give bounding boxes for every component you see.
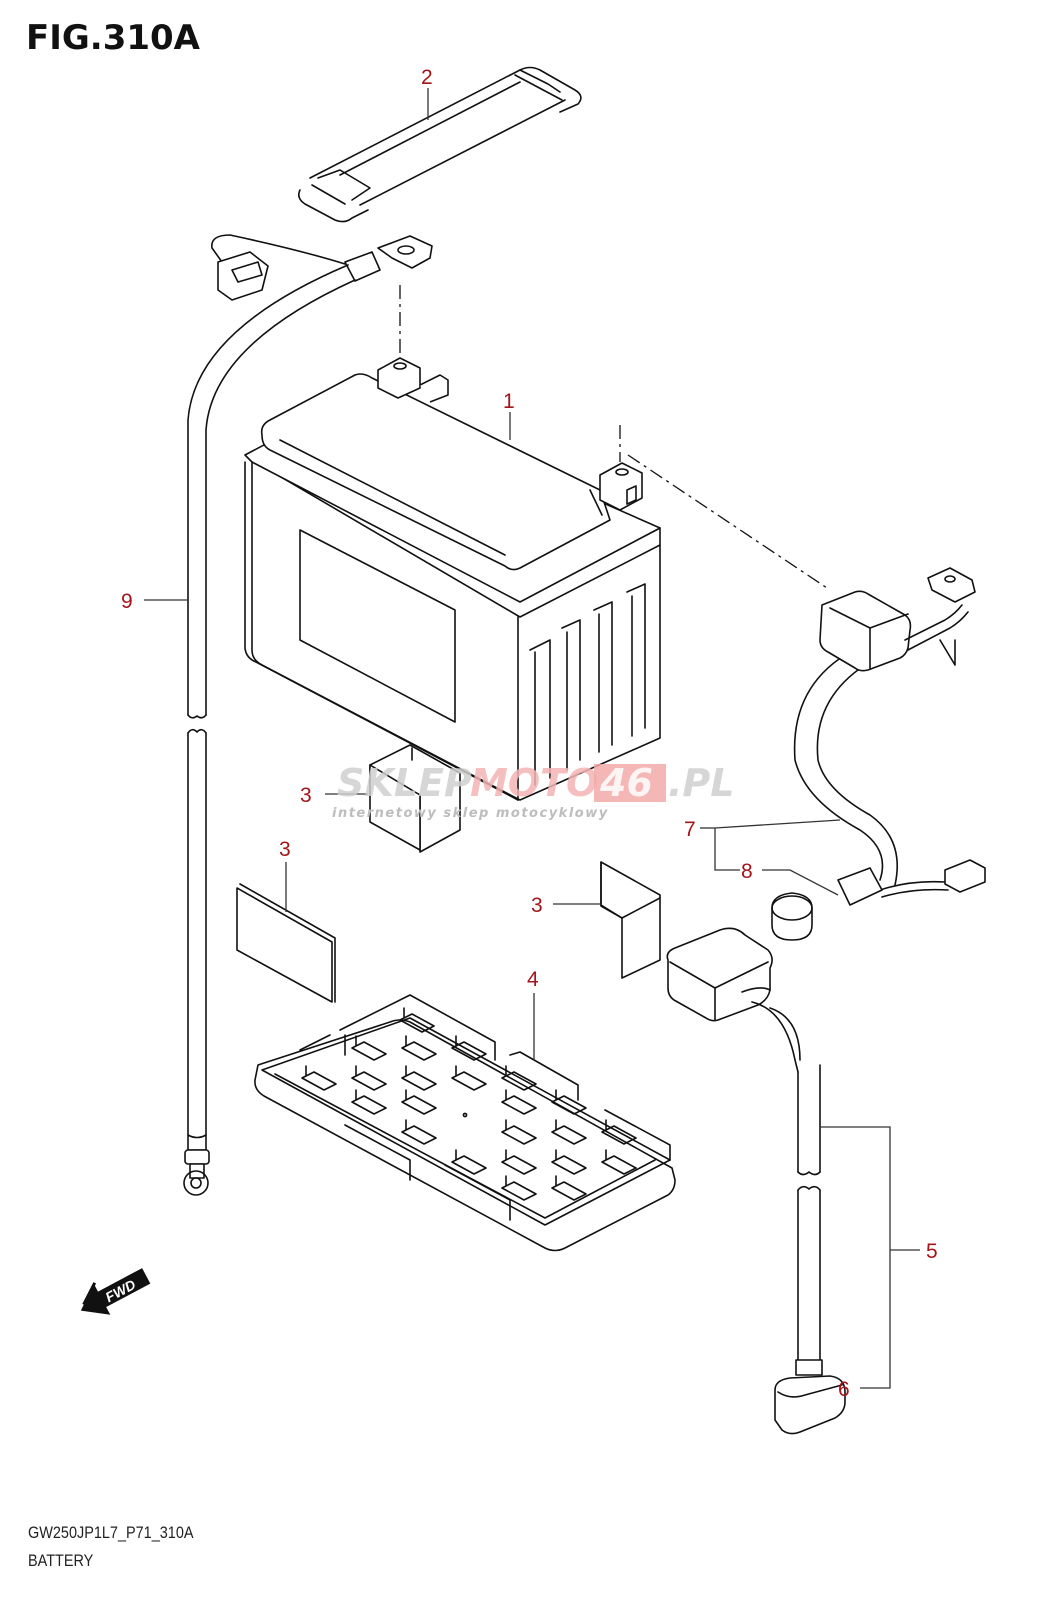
tray-slot (501, 1175, 537, 1201)
callout-2[interactable]: 2 (421, 66, 433, 89)
tray-slot (451, 1149, 487, 1175)
tray-slot (551, 1089, 587, 1115)
tray-slot (501, 1089, 537, 1115)
battery-tray[interactable] (254, 994, 676, 1252)
tray-slot (401, 1119, 437, 1145)
tray-center-mark (462, 1112, 468, 1118)
fwd-arrow-icon: FWD (80, 1268, 151, 1315)
tray-slot (401, 1035, 437, 1061)
battery-cushion-left[interactable] (236, 883, 336, 1003)
tray-slot (401, 1065, 437, 1091)
tray-slot (501, 1119, 537, 1145)
battery-cushion-upper[interactable] (369, 744, 461, 853)
tray-slot (501, 1065, 537, 1091)
callout-5[interactable]: 5 (926, 1240, 938, 1263)
tray-slot (551, 1175, 587, 1201)
watermark-brand-suffix: .PL (668, 761, 735, 805)
tray-slot (399, 1007, 435, 1033)
tray-slot (501, 1149, 537, 1175)
watermark-brand-left: SKLEP (337, 761, 472, 805)
watermark-tagline: internetowy sklep motocyklowy (332, 806, 609, 821)
callout-3-left[interactable]: 3 (279, 838, 291, 861)
tray-slot (401, 1089, 437, 1115)
callout-3-right[interactable]: 3 (531, 894, 543, 917)
watermark-brand-number: 46 (599, 761, 653, 805)
callout-8[interactable]: 8 (741, 860, 753, 883)
tray-slot (451, 1035, 487, 1061)
tray-slot (601, 1119, 637, 1145)
figure-code: GW250JP1L7_P71_310A (28, 1523, 194, 1542)
figure-name: BATTERY (28, 1551, 94, 1570)
tray-slot (601, 1149, 637, 1175)
tray-slot (351, 1089, 387, 1115)
callout-6[interactable]: 6 (838, 1378, 850, 1401)
tray-slots (301, 1007, 637, 1201)
figure-title: FIG.310A (26, 18, 200, 58)
tray-slot (351, 1035, 387, 1061)
battery-cushion-right[interactable] (600, 861, 661, 979)
positive-lead-wire[interactable] (771, 567, 986, 941)
battery[interactable] (244, 357, 661, 801)
tray-slot (551, 1149, 587, 1175)
negative-lead-wire[interactable] (183, 234, 433, 1196)
starter-lead-wire[interactable] (666, 927, 846, 1435)
callout-7[interactable]: 7 (684, 818, 696, 841)
tray-slot (451, 1065, 487, 1091)
callout-leaders (144, 88, 920, 1389)
watermark-number-badge (594, 764, 666, 802)
battery-strap[interactable] (298, 66, 582, 223)
callout-3-upper[interactable]: 3 (300, 784, 312, 807)
tray-slot (551, 1119, 587, 1145)
tray-slot (351, 1065, 387, 1091)
tray-slot (301, 1065, 337, 1091)
positive-cable-guide-line (627, 454, 831, 591)
callout-4[interactable]: 4 (527, 968, 539, 991)
watermark-brand-red: MOTO (470, 761, 598, 805)
watermark: SKLEP MOTO 46 .PL internetowy sklep moto… (332, 761, 735, 821)
callout-9[interactable]: 9 (121, 590, 133, 613)
callout-1[interactable]: 1 (503, 390, 515, 413)
